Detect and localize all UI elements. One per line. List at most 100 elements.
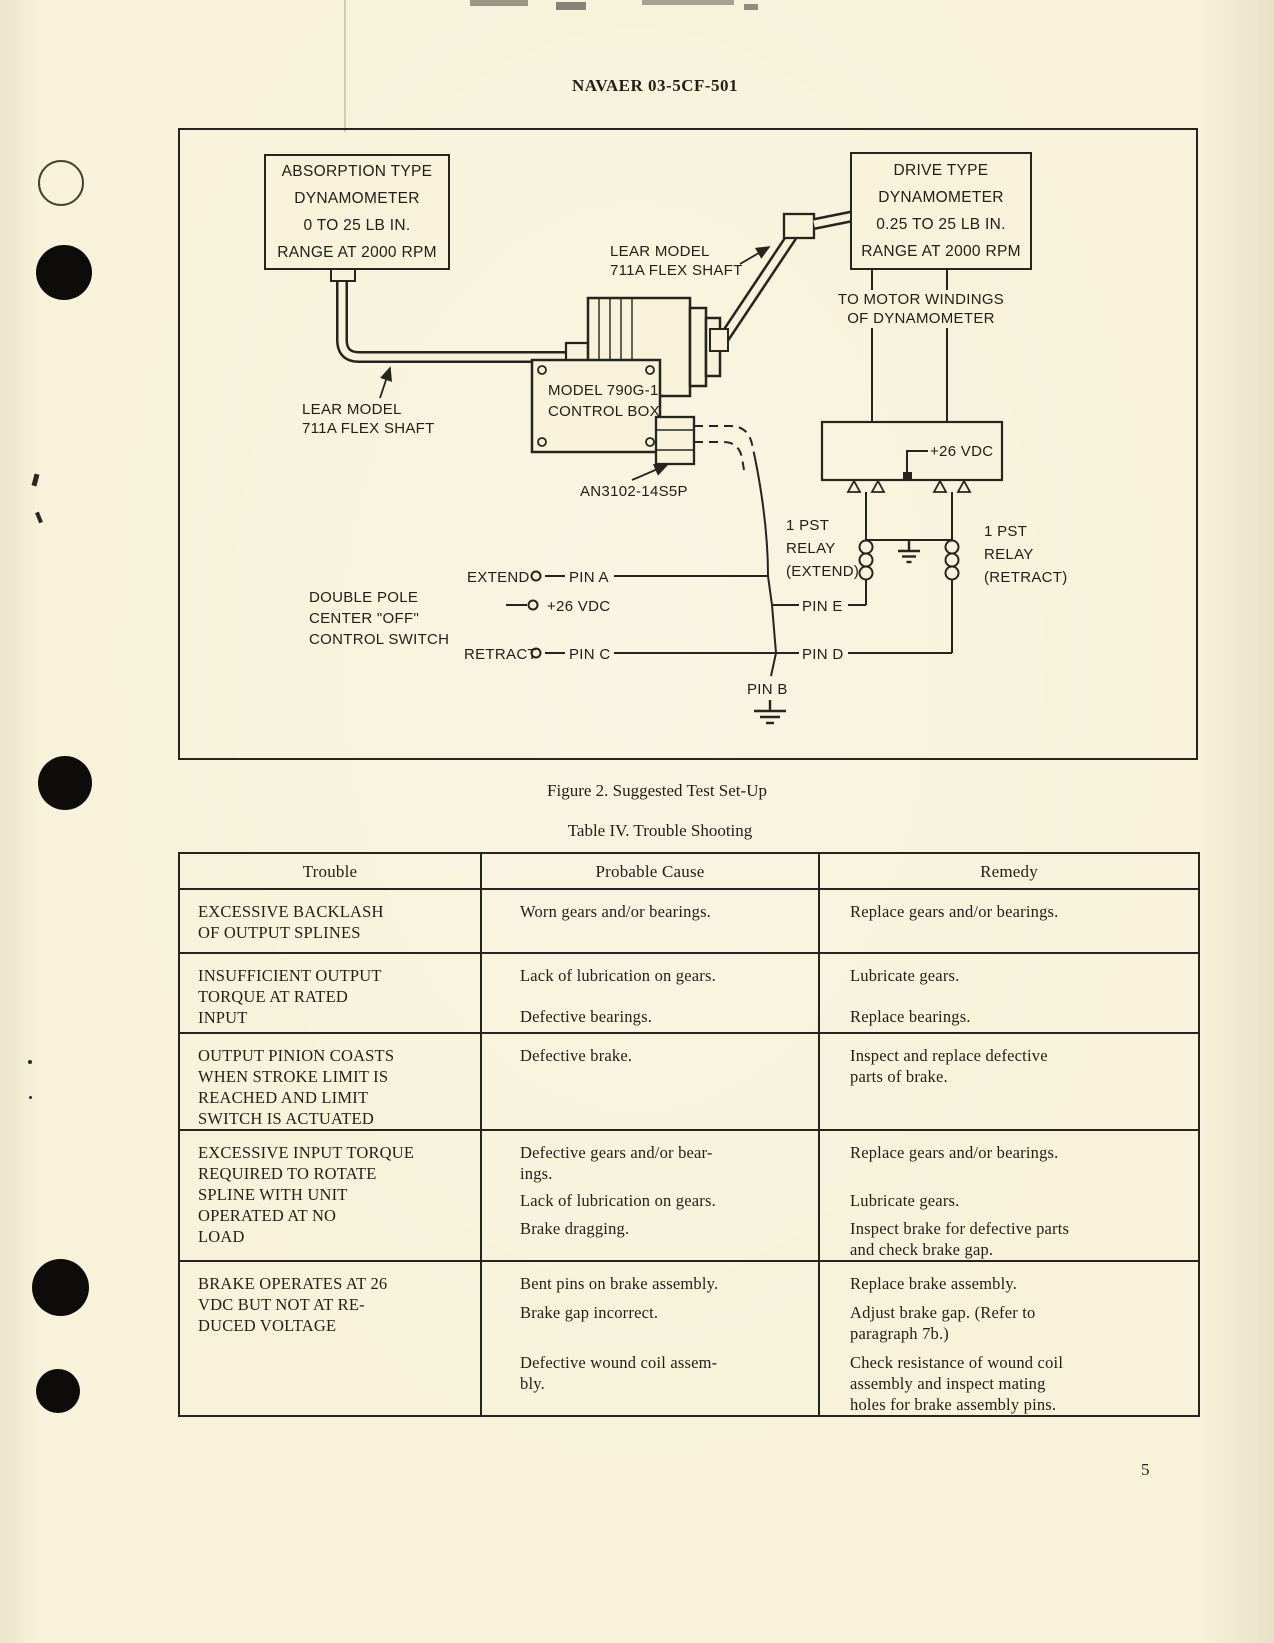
trouble-cell: EXCESSIVE BACKLASH OF OUTPUT SPLINES [178,888,482,954]
punch-hole [38,756,92,810]
scan-speck [556,2,586,10]
cause-text: Lack of lubrication on gears. [520,1191,716,1210]
troubleshooting-table: Trouble Probable Cause Remedy EXCESSIVE … [178,852,1200,1417]
cause-text: Brake gap incorrect. [520,1303,659,1322]
remedy-text: Check resistance of wound coil assembly … [850,1353,1064,1414]
figure-2-diagram: ABSORPTION TYPE DYNAMOMETER 0 TO 25 LB I… [178,128,1198,760]
relay-coil-retract [944,492,960,653]
table-header-row: Trouble Probable Cause Remedy [178,852,1200,890]
figure-caption: Figure 2. Suggested Test Set-Up [547,781,767,800]
retract-label: RETRACT [464,646,537,663]
page-number: 5 [1141,1460,1150,1479]
header-remedy: Remedy [818,852,1200,890]
table-row: EXCESSIVE BACKLASH OF OUTPUT SPLINES Wor… [178,888,1200,954]
relay-contact-box [820,420,1004,493]
table-row: EXCESSIVE INPUT TORQUE REQUIRED TO ROTAT… [178,1129,1200,1262]
cause-cell: Defective gears and/or bear- ings. Lack … [480,1129,820,1262]
pin-d-label: PIN D [802,646,844,663]
cause-text: Bent pins on brake assembly. [520,1274,719,1293]
remedy-cell: Replace brake assembly. Adjust brake gap… [818,1260,1200,1417]
flex-shaft-top-label: LEAR MODEL 711A FLEX SHAFT [610,243,743,279]
trouble-cell: EXCESSIVE INPUT TORQUE REQUIRED TO ROTAT… [178,1129,482,1262]
remedy-cell: Replace gears and/or bearings. [818,888,1200,954]
cause-text: Defective wound coil assem- bly. [520,1353,718,1393]
punch-hole [32,1259,89,1316]
paper-crease [344,0,346,132]
trouble-cell: BRAKE OPERATES AT 26 VDC BUT NOT AT RE- … [178,1260,482,1417]
drive-dynamometer-box: DRIVE TYPE DYNAMOMETER 0.25 TO 25 LB IN.… [850,152,1032,270]
pin-e-label: PIN E [802,598,843,615]
motor-windings-label: TO MOTOR WINDINGS OF DYNAMOMETER [832,290,1010,328]
cable-dashed [694,425,756,471]
control-box-drawing [530,358,662,454]
remedy-text: Lubricate gears. [850,1191,960,1210]
table-caption: Table IV. Trouble Shooting [567,821,753,840]
remedy-text: Replace bearings. [850,1007,971,1026]
remedy-text: Lubricate gears. [850,966,960,985]
cause-text: Worn gears and/or bearings. [520,902,712,921]
pin-b-label: PIN B [747,681,788,698]
vdc-switch-label: +26 VDC [547,598,611,615]
table-row: INSUFFICIENT OUTPUT TORQUE AT RATED INPU… [178,952,1200,1034]
pin-c-label: PIN C [569,646,611,663]
extend-label: EXTEND [467,569,530,586]
cause-text: Lack of lubrication on gears. [520,966,716,985]
flex-shaft-left-drawing [330,267,590,373]
scan-speck [470,0,528,6]
ink-mark [28,1060,32,1064]
remedy-text: Replace gears and/or bearings. [850,902,1059,921]
remedy-text: Adjust brake gap. (Refer to paragraph 7b… [850,1303,1036,1343]
header-trouble: Trouble [178,852,482,890]
cable-bundle [506,457,952,677]
remedy-text: Replace brake assembly. [850,1274,1018,1293]
drive-dynamometer-label: DRIVE TYPE DYNAMOMETER 0.25 TO 25 LB IN.… [861,162,1021,260]
cause-text: Defective brake. [520,1046,633,1065]
remedy-text: Replace gears and/or bearings. [850,1143,1059,1162]
scan-speck [744,4,758,10]
cause-text: Defective gears and/or bear- ings. [520,1143,713,1183]
cause-text: Defective bearings. [520,1007,653,1026]
flex-shaft-top-drawing [709,210,856,352]
flex-shaft-top-pointer [739,246,771,265]
cause-cell: Worn gears and/or bearings. [480,888,820,954]
flex-shaft-left-pointer [379,366,392,399]
relay-retract-label: 1 PST RELAY (RETRACT) [984,523,1068,586]
absorption-dynamometer-label: ABSORPTION TYPE DYNAMOMETER 0 TO 25 LB I… [277,163,437,261]
relay-extend-label: 1 PST RELAY (EXTEND) [786,517,860,580]
remedy-cell: Lubricate gears. Replace bearings. [818,952,1200,1034]
cause-cell: Bent pins on brake assembly. Brake gap i… [480,1260,820,1417]
remedy-cell: Replace gears and/or bearings. Lubricate… [818,1129,1200,1262]
ink-mark [29,1096,32,1099]
remedy-cell: Inspect and replace defective parts of b… [818,1032,1200,1131]
switch-terminals [527,570,542,659]
flex-shaft-left-label: LEAR MODEL 711A FLEX SHAFT [302,401,435,437]
scan-speck [642,0,734,5]
remedy-text: Inspect brake for defective parts and ch… [850,1219,1070,1259]
relay-coil-extend [858,492,874,605]
ground-symbol-pin-b [754,700,786,725]
control-switch-label: DOUBLE POLE CENTER "OFF" CONTROL SWITCH [309,589,450,648]
remedy-text: Inspect and replace defective parts of b… [850,1046,1048,1086]
vdc-supply-label: +26 VDC [930,443,994,460]
connector-label: AN3102-14S5P [580,483,688,500]
ground-symbol-center [866,539,952,564]
ink-mark [35,511,43,524]
cause-cell: Defective brake. [480,1032,820,1131]
document-number: NAVAER 03-5CF-501 [571,76,739,95]
cause-cell: Lack of lubrication on gears. Defective … [480,952,820,1034]
trouble-cell: INSUFFICIENT OUTPUT TORQUE AT RATED INPU… [178,952,482,1034]
pin-a-label: PIN A [569,569,609,586]
control-box-label: MODEL 790G-1 CONTROL BOX [548,382,660,420]
cause-text: Brake dragging. [520,1219,630,1238]
header-probable-cause: Probable Cause [480,852,820,890]
trouble-cell: OUTPUT PINION COASTS WHEN STROKE LIMIT I… [178,1032,482,1131]
figure-wiring-svg [330,210,1004,725]
absorption-dynamometer-box: ABSORPTION TYPE DYNAMOMETER 0 TO 25 LB I… [264,154,450,270]
table-row: OUTPUT PINION COASTS WHEN STROKE LIMIT I… [178,1032,1200,1131]
punch-hole-outline [38,160,84,206]
punch-hole [36,245,92,300]
connector-drawing [631,415,696,481]
punch-hole [36,1369,80,1413]
ink-mark [31,473,40,487]
